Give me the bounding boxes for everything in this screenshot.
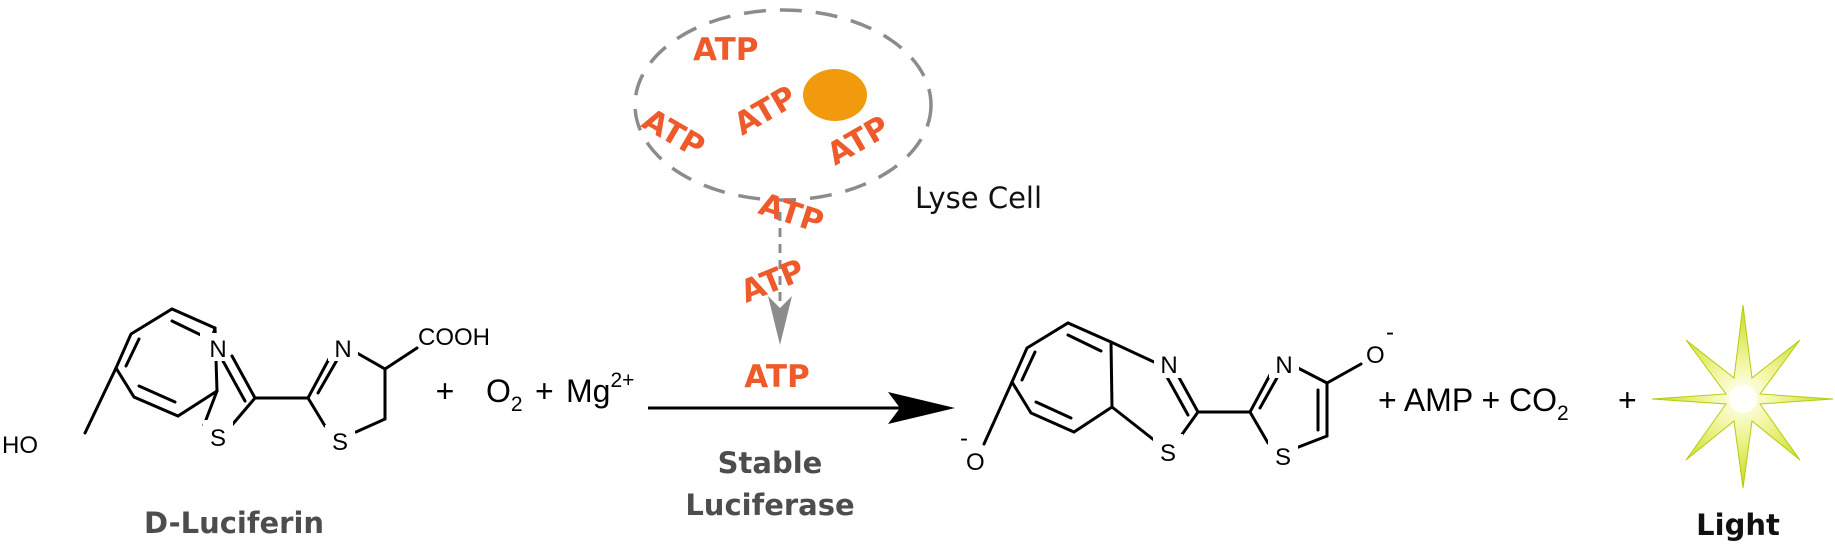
amp-co-text: + AMP + CO — [1378, 382, 1557, 418]
bond-c-s2 — [306, 396, 327, 428]
product-bond-n2-c4 — [1296, 366, 1329, 385]
byproducts-formula: + AMP + CO2 — [1378, 382, 1569, 425]
product-bond-c5-s2 — [1294, 434, 1329, 450]
product-n1-mask — [1154, 350, 1184, 378]
cell-atp-5: ATP — [755, 186, 828, 240]
product-benzene-double-bond-1 — [1034, 400, 1073, 420]
oxyluciferin-charge-right: - — [1386, 319, 1394, 346]
plus-sign-3: + — [1618, 382, 1637, 418]
cell-nucleus — [803, 69, 867, 121]
enzyme-label-line1: Stable — [718, 446, 823, 480]
mg-superscript: 2+ — [610, 369, 634, 392]
n2-mask — [328, 333, 358, 361]
product-bond-c-n2-double — [1258, 374, 1280, 410]
bond-c-n2 — [306, 355, 332, 400]
product-bond-c-n1 — [1109, 340, 1156, 364]
d-luciferin-ho: HO — [2, 432, 38, 459]
oxyluciferin-atom-s2: S — [1275, 444, 1291, 471]
o2-base: O — [486, 373, 511, 409]
light-label: Light — [1696, 508, 1780, 542]
oxyluciferin-structure — [982, 321, 1363, 450]
benzene-double-bond-3 — [170, 319, 207, 339]
cell-membrane-dashed — [633, 8, 933, 202]
release-arrow-head — [768, 296, 792, 345]
product-bond-o-right — [1325, 362, 1363, 385]
mg-formula: Mg2+ — [566, 369, 634, 409]
d-luciferin-structure — [83, 307, 419, 435]
co2-subscript: 2 — [1557, 402, 1569, 425]
bond-c5-s2 — [354, 417, 387, 434]
cell-atp-3: ATP — [728, 79, 803, 143]
benzene-double-bond-2 — [124, 337, 141, 368]
oxyluciferin-charge-left: - — [960, 425, 968, 452]
reaction-arrow-head — [888, 392, 955, 424]
d-luciferin-label: D-Luciferin — [144, 506, 324, 540]
product-bond-n1-c2 — [1174, 370, 1200, 414]
bond-s1-c — [202, 389, 219, 427]
product-s1-mask — [1153, 434, 1183, 462]
product-s2-mask — [1268, 440, 1298, 468]
product-bond-s1-c — [1110, 405, 1156, 442]
s1-mask — [203, 420, 233, 448]
oxyluciferin-atom-o-right: O — [1366, 342, 1385, 369]
product-benzene-double-bond-3 — [1066, 333, 1103, 353]
o2-subscript: 2 — [511, 393, 523, 416]
plus-sign-2: + — [535, 373, 554, 409]
benzene-ring — [114, 307, 219, 418]
d-luciferin-atom-n1: N — [209, 336, 226, 363]
s2-mask — [325, 425, 355, 453]
bond-ho — [83, 366, 118, 435]
bond-n2-c4 — [355, 351, 387, 371]
product-benzene-ring — [1010, 321, 1114, 434]
lyse-cell-label: Lyse Cell — [915, 181, 1042, 215]
oxyluciferin-atom-n2: N — [1275, 352, 1292, 379]
cell-atp-1: ATP — [693, 32, 758, 68]
product-ring-fusion-bond — [1109, 340, 1114, 409]
arrow-atp-label: ATP — [744, 359, 809, 395]
light-star-icon — [1651, 304, 1834, 489]
plus-sign-1: + — [436, 373, 455, 409]
product-benzene-double-bond-2 — [1020, 350, 1037, 382]
bond-cooh — [383, 346, 419, 371]
oxyluciferin-atom-o-left: O — [966, 449, 985, 476]
cell-atp-2: ATP — [636, 102, 711, 166]
product-bond-o-left — [982, 380, 1014, 446]
benzene-double-bond-1 — [137, 384, 177, 404]
mg-base: Mg — [566, 373, 610, 409]
enzyme-label-line2: Luciferase — [685, 488, 854, 522]
product-bond-c-n2 — [1248, 371, 1273, 414]
bond-c2-s1 — [230, 396, 257, 427]
n1-mask — [200, 333, 230, 361]
oxyluciferin-atom-n1: N — [1160, 352, 1177, 379]
light-star-core — [1729, 385, 1757, 413]
d-luciferin-atom-s2: S — [332, 429, 348, 456]
bond-c-n2-double — [316, 358, 339, 395]
o2-formula: O2 — [486, 373, 523, 416]
product-bond-c-s2 — [1248, 410, 1270, 445]
d-luciferin-atom-s1: S — [210, 425, 226, 452]
product-n2-mask — [1269, 350, 1299, 378]
bond-n1-c2-double — [221, 359, 247, 403]
oxyluciferin-atom-s1: S — [1160, 440, 1176, 467]
d-luciferin-cooh: COOH — [418, 324, 490, 351]
d-luciferin-atom-n2: N — [334, 336, 351, 363]
product-bond-n1-c2-double — [1165, 375, 1190, 417]
bond-n1-c2 — [230, 354, 257, 400]
